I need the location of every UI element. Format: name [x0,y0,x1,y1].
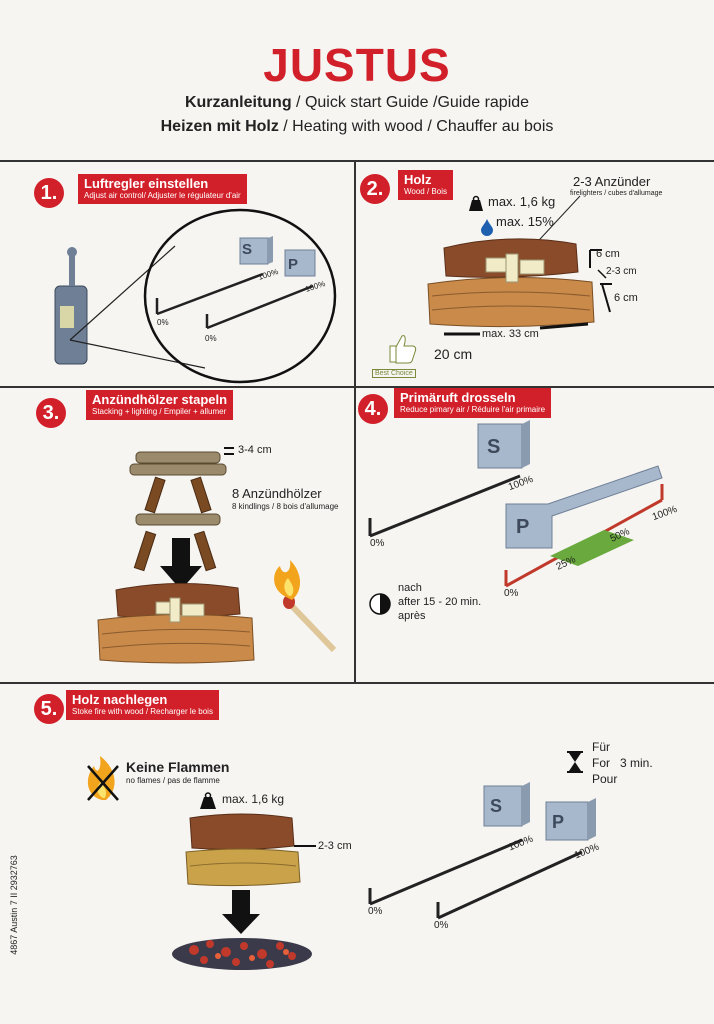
step-5-no-flames-sub: no flames / pas de flamme [126,776,220,785]
step-2-number: 2. [360,174,390,204]
step-5-s-label: S [490,796,503,816]
step-2-dim-2-3cm: 2-3 cm [606,266,637,277]
step-2-dim-6cm-a: 6 cm [596,248,620,260]
step-5-for-3: Pour [592,772,618,786]
divider-middle [0,386,714,388]
step-5-for-1: Für [592,740,610,754]
step-2-dim-33cm: max. 33 cm [482,328,539,340]
step-1-p-label: P [288,256,299,273]
title-line-1-rest: / Quick start Guide /Guide rapide [291,94,530,111]
title-line-2: Heizen mit Holz / Heating with wood / Ch… [0,118,714,136]
divider-vertical [354,160,356,682]
step-1-p-zero: 0% [205,334,217,343]
title-line-2-bold: Heizen mit Holz [160,118,279,135]
clock-icon [369,593,391,615]
step-2-title: Holz [404,172,432,187]
best-choice-badge: Best Choice [372,369,416,378]
step-4-after-1: nach [398,582,422,594]
step-5-dim-2-3cm: 2-3 cm [318,840,352,852]
divider-bottom [0,682,714,684]
brand-logo: JUSTUS [263,39,451,91]
step-5-max-weight: max. 1,6 kg [222,792,285,806]
step-1-title: Luftregler einstellen [84,176,209,191]
step-3-kindling: 8 Anzündhölzer [232,486,322,501]
step-1-gauge-p [205,249,316,330]
step-4-title: Primäruft drosseln [400,390,516,405]
step-3-subtitle: Stacking + lighting / Empiler + allumer [92,407,227,416]
step-2-max-weight: max. 1,6 kg [488,194,556,209]
step-2-dim-20cm: 20 cm [434,346,473,362]
step-5-number: 5. [34,694,64,724]
step-4-number: 4. [358,394,388,424]
divider-top [0,160,714,162]
step-5-subtitle: Stoke fire with wood / Recharger le bois [72,707,213,716]
step-4-p-zero: 0% [504,588,519,599]
step-1-gauge-s [155,236,273,316]
step-1-s-label: S [242,241,253,258]
water-drop-icon [481,219,493,236]
step-2-subtitle: Wood / Bois [404,187,447,196]
hourglass-icon [567,751,583,773]
step-3-dim-3-4cm: 3-4 cm [238,444,272,456]
step-5-tag: Holz nachlegen Stoke fire with wood / Re… [66,690,219,720]
footer-code: 4867 Austin 7 II 2932763 [8,855,19,955]
step-5-duration: 3 min. [620,756,653,770]
step-4-s-label: S [487,436,501,458]
step-4-after-2: after 15 - 20 min. [398,596,482,608]
step-4-subtitle: Reduce pimary air / Réduire l'air primai… [400,405,546,414]
title-line-1-bold: Kurzanleitung [184,94,292,111]
step-3-title: Anzündhölzer stapeln [92,392,228,407]
step-1-s-zero: 0% [157,318,169,327]
step-1-number: 1. [34,178,64,208]
title-line-1: Kurzanleitung / Quick start Guide /Guide… [0,94,714,112]
step-5-for-2: For [592,756,610,770]
step-4-after-3: après [398,610,426,622]
step-3-tag: Anzündhölzer stapeln Stacking + lighting… [86,390,234,420]
step-4-tag: Primäruft drosseln Reduce pimary air / R… [394,388,552,418]
step-5-p-label: P [552,812,565,832]
step-5-s-zero: 0% [368,906,383,917]
step-2-firelighters: 2-3 Anzünder [573,174,651,189]
step-2-dim-6cm-b: 6 cm [614,292,638,304]
thumbs-up-icon [389,335,417,364]
step-2-tag: Holz Wood / Bois [398,170,453,200]
no-flame-icon [87,756,119,801]
step-3-number: 3. [36,398,66,428]
step-1-subtitle: Adjust air control/ Adjuster le régulate… [84,191,241,200]
step-4-p-label: P [516,516,530,538]
step-5-no-flames: Keine Flammen [126,759,230,775]
step-3-kindling-sub: 8 kindlings / 8 bois d'allumage [232,502,339,511]
step-5-title: Holz nachlegen [72,692,168,707]
step-2-firelighters-sub: firelighters / cubes d'allumage [570,190,663,197]
step-4-s-zero: 0% [370,538,385,549]
weight-icon-2 [200,792,216,809]
weight-icon [469,195,483,211]
step-2-max-moisture: max. 15% [496,214,554,229]
step-5-p-zero: 0% [434,920,449,931]
step-1-tag: Luftregler einstellen Adjust air control… [78,174,247,204]
title-line-2-rest: / Heating with wood / Chauffer au bois [278,118,554,135]
